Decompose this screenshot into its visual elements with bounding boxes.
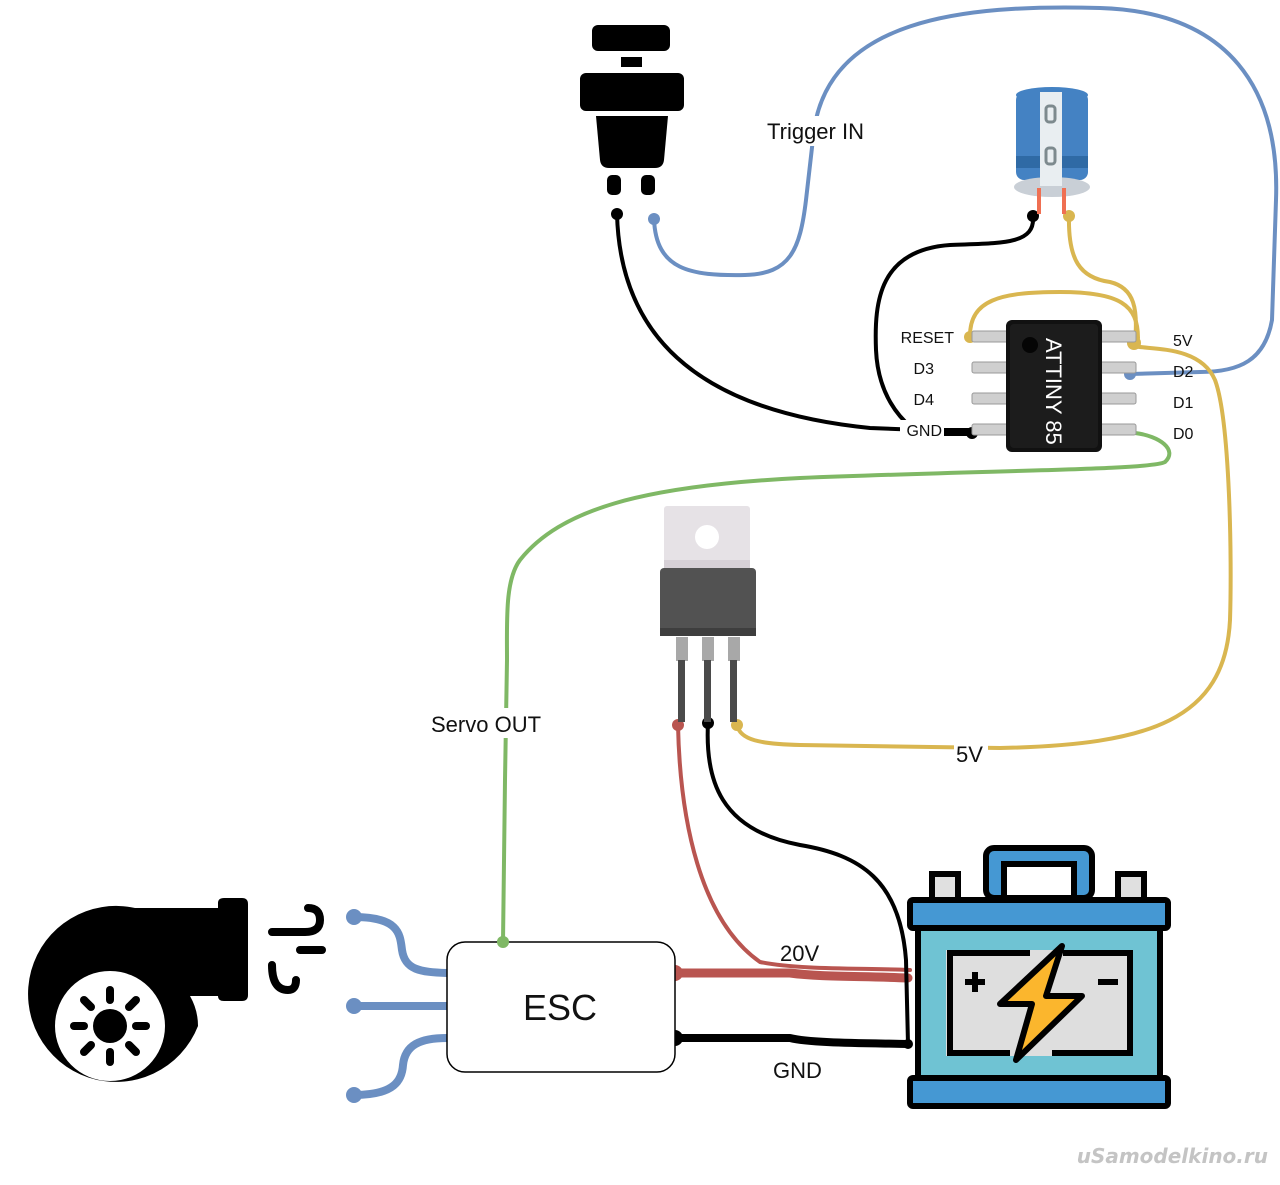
pin-label-reset: RESET	[901, 330, 955, 347]
wire-reg-in	[676, 723, 912, 972]
pin-label-d2: D2	[1173, 364, 1194, 381]
wire-reset-5v	[968, 290, 1140, 340]
wire-cap-5v	[1066, 214, 1138, 344]
wire-motor-a	[350, 913, 451, 977]
label-bg	[428, 116, 988, 762]
wire-button-gnd	[615, 212, 974, 434]
blower-fan-icon	[28, 898, 326, 1082]
wire-end-dot	[346, 1087, 362, 1103]
gnd-wire-thick	[935, 428, 973, 436]
wire-end-dot	[1027, 210, 1039, 222]
pin-label-d3: D3	[914, 361, 935, 378]
wire-cap-gnd	[873, 215, 1036, 430]
capacitor-icon	[1014, 87, 1090, 214]
label-servo-out: Servo OUT	[431, 712, 541, 737]
label-5v-supply: 5V	[956, 742, 983, 767]
voltage-regulator	[660, 506, 756, 722]
pin-label-d0: D0	[1173, 426, 1194, 443]
watermark: uSamodelkino.ru	[1077, 1144, 1268, 1168]
esc-box	[446, 941, 676, 1073]
pin-label-5v: 5V	[1173, 333, 1193, 350]
chip-label: ATTINY 85	[1041, 338, 1066, 445]
wire-20v	[670, 968, 913, 983]
wire-end-dot	[611, 208, 623, 220]
wire-motor-c	[350, 1034, 451, 1099]
pin-label-d1: D1	[1173, 395, 1194, 412]
wire-end-dot	[903, 1039, 913, 1049]
wire-reg-gnd	[705, 721, 910, 1046]
wire-gnd	[671, 1034, 912, 1048]
wire-end-dot	[648, 213, 660, 225]
wire-5v-supply	[735, 344, 1233, 750]
attiny85-chip: ATTINY 85	[971, 320, 1137, 452]
wire-servo-out	[501, 431, 1172, 944]
pin-label-gnd: GND	[906, 423, 942, 440]
pin-label-d4: D4	[914, 392, 935, 409]
label-gnd: GND	[773, 1058, 822, 1083]
wire-end-dot	[497, 936, 509, 948]
label-20v: 20V	[780, 941, 819, 966]
push-button-icon	[580, 25, 684, 195]
wire-end-dot	[346, 909, 362, 925]
esc-label: ESC	[523, 987, 597, 1028]
wire-trigger-in	[652, 5, 1279, 376]
wire-end-dot	[346, 998, 362, 1014]
battery-icon	[907, 845, 1171, 1109]
label-trigger-in: Trigger IN	[767, 119, 864, 144]
